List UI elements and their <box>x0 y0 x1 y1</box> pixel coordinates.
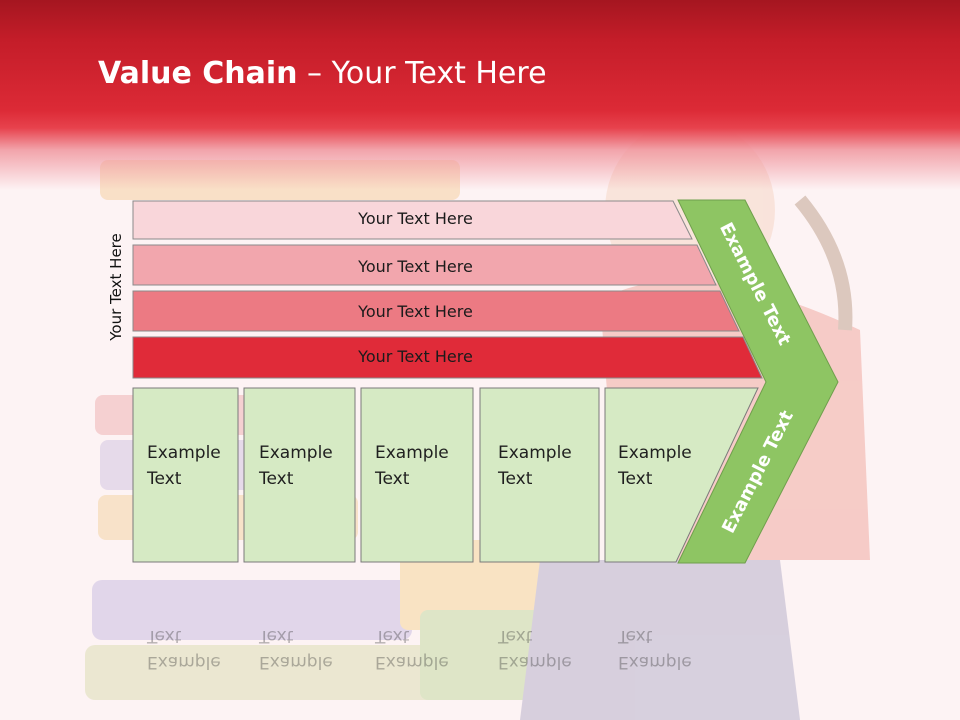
reflection: Example Text Example Text Example Text Exam… <box>0 565 960 720</box>
reflection-line: Text <box>618 626 653 646</box>
box-line2: Text <box>498 469 533 489</box>
band-4-label: Your Text Here <box>358 347 473 366</box>
reflection-line: Example <box>259 652 333 672</box>
band-3[interactable] <box>132 290 740 332</box>
reflection-text: Example Text <box>618 623 692 675</box>
header-bar <box>0 0 960 190</box>
slide-title[interactable]: Value Chain – Your Text Here <box>98 56 547 91</box>
box-line1: Example <box>375 443 449 463</box>
box-line1: Example <box>147 443 221 463</box>
reflection-line: Example <box>498 652 572 672</box>
example-box-1[interactable] <box>132 387 239 563</box>
title-bold: Value Chain <box>98 56 298 91</box>
band-2[interactable] <box>132 244 717 286</box>
box-line2: Text <box>259 469 294 489</box>
reflection-line: Example <box>147 652 221 672</box>
reflection-text: Example Text <box>375 623 449 675</box>
box-line1: Example <box>618 443 692 463</box>
reflection-line: Example <box>618 652 692 672</box>
box-line1: Example <box>498 443 572 463</box>
band-3-label: Your Text Here <box>358 302 473 321</box>
box-line2: Text <box>375 469 410 489</box>
band-4[interactable] <box>132 336 763 379</box>
example-box-3[interactable] <box>360 387 474 563</box>
side-label-text: Your Text Here <box>107 233 125 341</box>
reflection-line: Text <box>375 626 410 646</box>
reflection-text: Example Text <box>498 623 572 675</box>
band-1-label: Your Text Here <box>358 209 473 228</box>
example-box-5[interactable] <box>604 387 759 563</box>
box-line1: Example <box>259 443 333 463</box>
reflection-line: Text <box>498 626 533 646</box>
reflection-line: Text <box>147 626 182 646</box>
example-box-4[interactable] <box>479 387 600 563</box>
reflection-text: Example Text <box>259 623 333 675</box>
band-2-label: Your Text Here <box>358 257 473 276</box>
reflection-line: Example <box>375 652 449 672</box>
chevron-arrow[interactable] <box>677 199 839 564</box>
reflection-text: Example Text <box>147 623 221 675</box>
reflection-line: Text <box>259 626 294 646</box>
title-rest: – Your Text Here <box>297 56 547 91</box>
box-line2: Text <box>618 469 653 489</box>
band-1[interactable] <box>132 200 693 240</box>
box-line2: Text <box>147 469 182 489</box>
example-box-2[interactable] <box>243 387 356 563</box>
